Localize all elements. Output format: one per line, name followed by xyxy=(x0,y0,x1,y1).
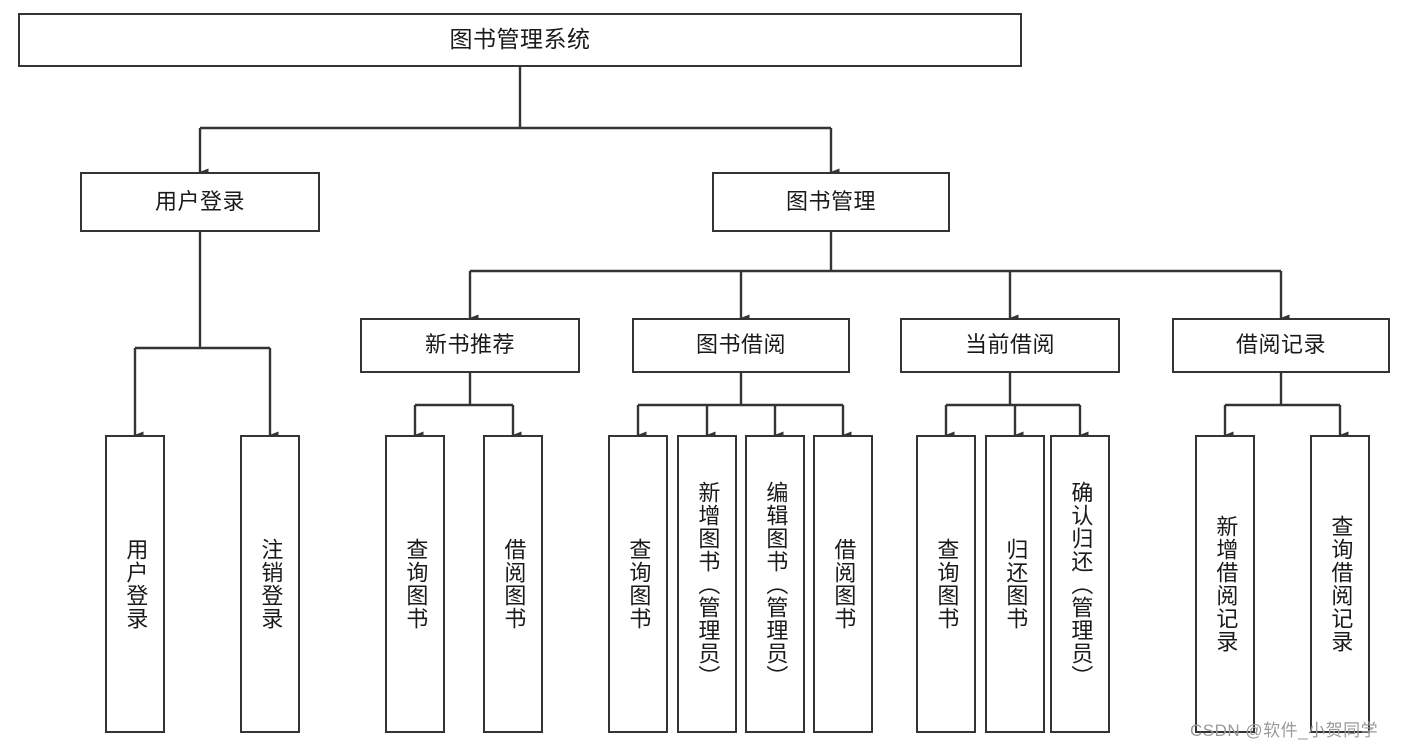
node-bookmgmt[interactable]: 图书管理 xyxy=(712,172,950,232)
node-leaf-new-1[interactable]: 查询图书 xyxy=(385,435,445,733)
node-label: 查询图书 xyxy=(626,538,652,630)
node-label: 新书推荐 xyxy=(424,332,515,358)
node-label: 借阅图书 xyxy=(831,538,857,630)
node-leaf-bor-4[interactable]: 借阅图书 xyxy=(813,435,873,733)
node-label: 新增借阅记录 xyxy=(1213,515,1239,653)
node-label: 借阅记录 xyxy=(1235,332,1326,358)
node-leaf-bor-1[interactable]: 查询图书 xyxy=(608,435,668,733)
node-leaf-new-2[interactable]: 借阅图书 xyxy=(483,435,543,733)
node-label: 用户登录 xyxy=(154,188,245,214)
node-label: 借阅图书 xyxy=(501,538,527,630)
node-label: 查询图书 xyxy=(934,538,960,630)
node-leaf-bor-3[interactable]: 编辑图书（管理员） xyxy=(745,435,805,733)
node-label: 新增图书（管理员） xyxy=(695,480,721,688)
node-label: 当前借阅 xyxy=(964,332,1055,358)
node-borrow[interactable]: 图书借阅 xyxy=(632,318,850,373)
node-leaf-login-2[interactable]: 注销登录 xyxy=(240,435,300,733)
node-current[interactable]: 当前借阅 xyxy=(900,318,1120,373)
node-label: 图书管理 xyxy=(785,188,876,214)
node-label: 用户登录 xyxy=(123,538,149,630)
node-leaf-rec-2[interactable]: 查询借阅记录 xyxy=(1310,435,1370,733)
node-label: 注销登录 xyxy=(258,538,284,630)
node-leaf-login-1[interactable]: 用户登录 xyxy=(105,435,165,733)
watermark: CSDN @软件_小贺同学 xyxy=(1190,721,1379,740)
node-login[interactable]: 用户登录 xyxy=(80,172,320,232)
node-leaf-cur-1[interactable]: 查询图书 xyxy=(916,435,976,733)
node-leaf-cur-3[interactable]: 确认归还（管理员） xyxy=(1050,435,1110,733)
node-leaf-rec-1[interactable]: 新增借阅记录 xyxy=(1195,435,1255,733)
node-newbook[interactable]: 新书推荐 xyxy=(360,318,580,373)
node-records[interactable]: 借阅记录 xyxy=(1172,318,1390,373)
node-label: 编辑图书（管理员） xyxy=(763,480,789,688)
node-leaf-cur-2[interactable]: 归还图书 xyxy=(985,435,1045,733)
node-label: 图书借阅 xyxy=(695,332,786,358)
node-label: 确认归还（管理员） xyxy=(1068,480,1094,688)
node-label: 查询图书 xyxy=(403,538,429,630)
node-label: 归还图书 xyxy=(1003,538,1029,630)
node-label: 查询借阅记录 xyxy=(1328,515,1354,653)
node-root[interactable]: 图书管理系统 xyxy=(18,13,1022,67)
node-leaf-bor-2[interactable]: 新增图书（管理员） xyxy=(677,435,737,733)
node-label: 图书管理系统 xyxy=(449,26,591,53)
